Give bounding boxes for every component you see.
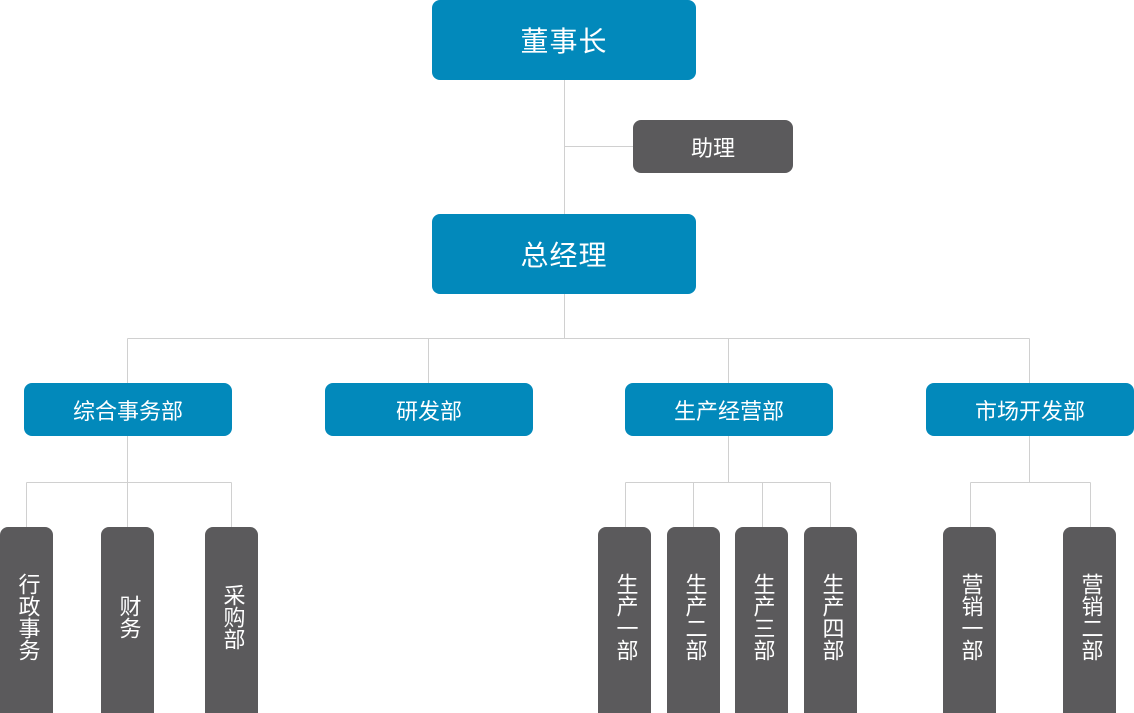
node-sub-label: 行政事务 bbox=[14, 573, 40, 661]
node-general-manager: 总经理 bbox=[432, 214, 696, 294]
node-dept-label: 研发部 bbox=[395, 399, 462, 425]
node-sub-production-3: 生产三部 bbox=[735, 527, 788, 713]
node-sub-admin-affairs: 行政事务 bbox=[0, 527, 53, 713]
node-sub-purchasing: 采购部 bbox=[205, 527, 258, 713]
node-dept-rnd: 研发部 bbox=[325, 383, 533, 436]
node-sub-label: 生产四部 bbox=[818, 573, 844, 661]
node-sub-label: 营销二部 bbox=[1077, 573, 1103, 661]
node-sub-label: 生产一部 bbox=[612, 573, 638, 661]
node-sub-label: 财务 bbox=[115, 595, 141, 639]
node-sub-production-1: 生产一部 bbox=[598, 527, 651, 713]
node-general-manager-label: 总经理 bbox=[520, 239, 608, 272]
node-assistant-label: 助理 bbox=[690, 136, 735, 162]
node-sub-sales-1: 营销一部 bbox=[943, 527, 996, 713]
node-sub-label: 生产二部 bbox=[681, 573, 707, 661]
node-chairman-label: 董事长 bbox=[520, 25, 608, 58]
node-assistant: 助理 bbox=[633, 120, 793, 173]
node-dept-general-affairs: 综合事务部 bbox=[24, 383, 232, 436]
node-sub-label: 生产三部 bbox=[749, 573, 775, 661]
node-sub-sales-2: 营销二部 bbox=[1063, 527, 1116, 713]
node-dept-production: 生产经营部 bbox=[625, 383, 833, 436]
node-sub-label: 采购部 bbox=[219, 584, 245, 650]
node-sub-finance: 财务 bbox=[101, 527, 154, 713]
node-chairman: 董事长 bbox=[432, 0, 696, 80]
node-dept-marketing: 市场开发部 bbox=[926, 383, 1134, 436]
node-sub-label: 营销一部 bbox=[957, 573, 983, 661]
node-dept-label: 生产经营部 bbox=[673, 399, 784, 425]
node-sub-production-2: 生产二部 bbox=[667, 527, 720, 713]
node-dept-label: 综合事务部 bbox=[72, 399, 183, 425]
node-sub-production-4: 生产四部 bbox=[804, 527, 857, 713]
node-dept-label: 市场开发部 bbox=[974, 399, 1085, 425]
